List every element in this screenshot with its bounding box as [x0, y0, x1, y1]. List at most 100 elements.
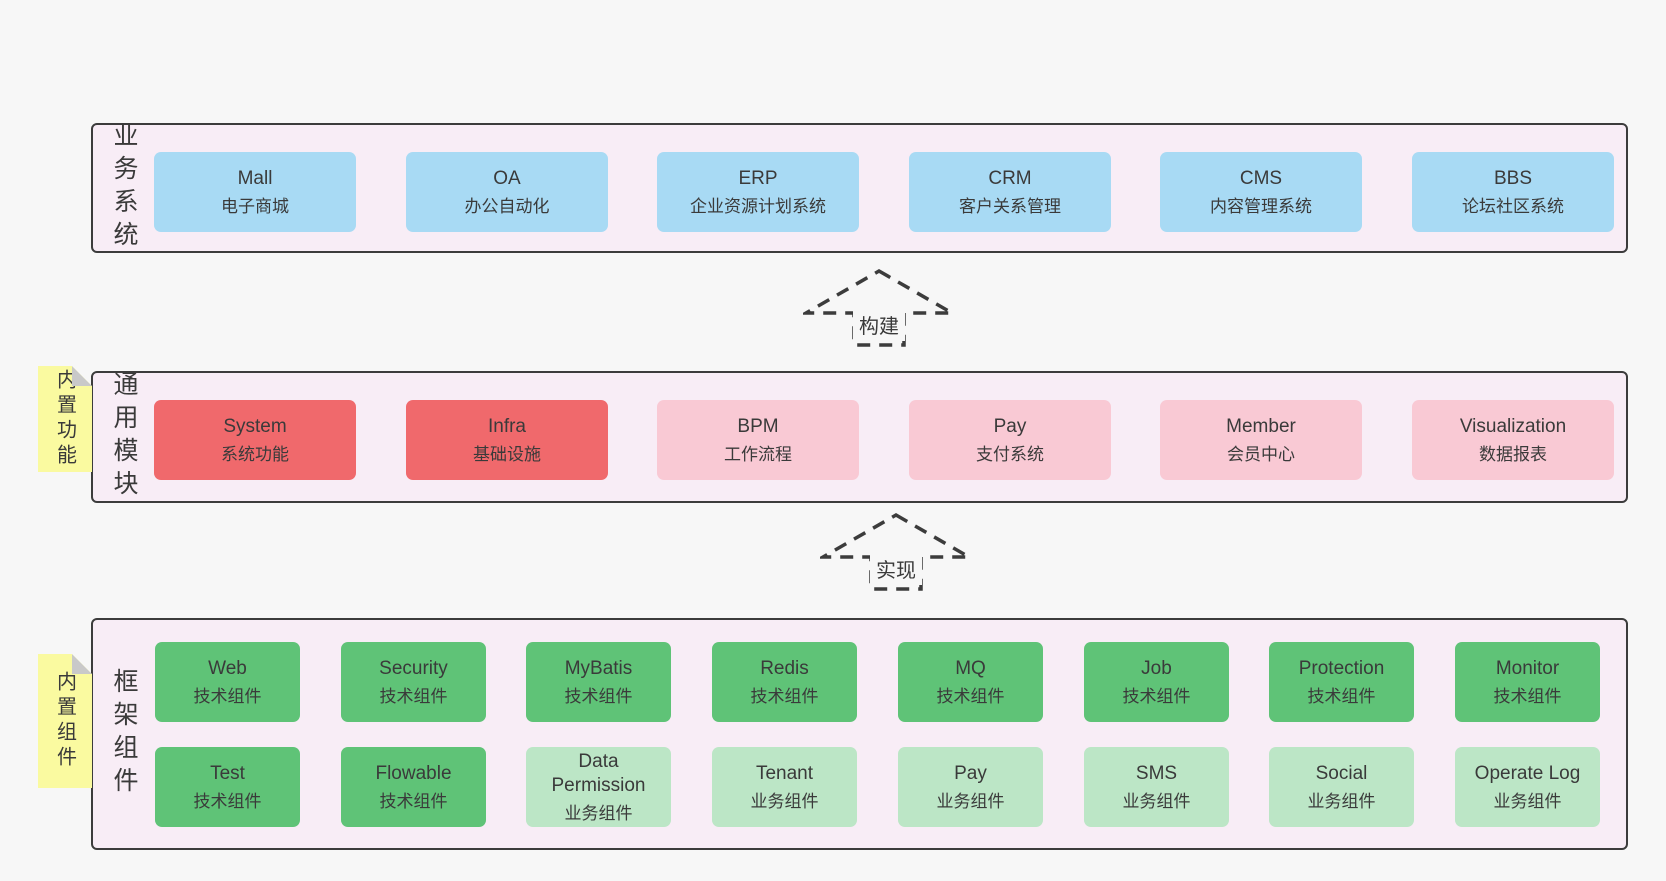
node-title: Flowable: [375, 763, 452, 784]
node-subtitle: 数据报表: [1479, 444, 1547, 464]
node-subtitle: 业务组件: [564, 803, 633, 823]
node-title: MyBatis: [564, 658, 633, 679]
node-title: Mall: [237, 168, 273, 189]
node-bbs: BBS 论坛社区系统: [1412, 152, 1614, 232]
arrow-implement-label: 实现: [876, 559, 916, 582]
node-title: CRM: [988, 168, 1032, 189]
node-subtitle: 业务组件: [1122, 791, 1191, 811]
node-subtitle: 技术组件: [193, 791, 262, 811]
node-title: Infra: [487, 416, 527, 437]
node-title: Data Permission: [551, 751, 646, 796]
node-title: Redis: [760, 658, 809, 679]
node-title: Operate Log: [1474, 763, 1581, 784]
node-title: BPM: [737, 416, 779, 437]
band-label-business-systems: 业务系统: [110, 122, 138, 254]
node-title: BBS: [1493, 168, 1533, 189]
node-title: Pay: [954, 763, 987, 784]
node-flowable: Flowable 技术组件: [341, 747, 486, 827]
band-common-modules: 通用模块 System 系统功能 Infra 基础设施 BPM 工作流程 Pay 支付系统 Me…: [91, 371, 1628, 503]
sticky-note-built-in-components-label: 内置组件: [53, 671, 76, 771]
node-bpm: BPM 工作流程: [657, 400, 859, 480]
node-pay: Pay 业务组件: [898, 747, 1043, 827]
node-subtitle: 业务组件: [936, 791, 1005, 811]
node-system: System 系统功能: [154, 400, 356, 480]
node-mall: Mall 电子商城: [154, 152, 356, 232]
node-title: Visualization: [1459, 416, 1567, 437]
node-title: System: [223, 416, 287, 437]
node-pay: Pay 支付系统: [909, 400, 1111, 480]
node-subtitle: 技术组件: [1493, 686, 1562, 706]
node-member: Member 会员中心: [1160, 400, 1362, 480]
node-redis: Redis 技术组件: [712, 642, 857, 722]
node-title: Tenant: [755, 763, 814, 784]
node-operate-log: Operate Log 业务组件: [1455, 747, 1600, 827]
node-subtitle: 工作流程: [724, 444, 792, 464]
node-social: Social 业务组件: [1269, 747, 1414, 827]
node-subtitle: 技术组件: [1122, 686, 1191, 706]
arrow-implement-outline: [820, 512, 972, 591]
node-subtitle: 客户关系管理: [959, 196, 1061, 216]
node-protection: Protection 技术组件: [1269, 642, 1414, 722]
arrow-implement-label-bg: [870, 555, 922, 585]
node-subtitle: 业务组件: [1493, 791, 1562, 811]
node-subtitle: 会员中心: [1227, 444, 1295, 464]
node-title: Monitor: [1495, 658, 1560, 679]
node-subtitle: 业务组件: [1307, 791, 1376, 811]
node-sms: SMS 业务组件: [1084, 747, 1229, 827]
node-title: SMS: [1135, 763, 1178, 784]
node-title: CMS: [1239, 168, 1283, 189]
node-title: Test: [210, 763, 245, 784]
node-infra: Infra 基础设施: [406, 400, 608, 480]
node-cms: CMS 内容管理系统: [1160, 152, 1362, 232]
node-subtitle: 办公自动化: [464, 196, 550, 216]
node-test: Test 技术组件: [155, 747, 300, 827]
node-subtitle: 技术组件: [379, 791, 448, 811]
node-oa: OA 办公自动化: [406, 152, 608, 232]
node-tenant: Tenant 业务组件: [712, 747, 857, 827]
band-label-framework-components: 框架组件: [110, 668, 138, 800]
node-subtitle: 技术组件: [936, 686, 1005, 706]
node-subtitle: 支付系统: [976, 444, 1044, 464]
node-subtitle: 电子商城: [221, 196, 289, 216]
node-job: Job 技术组件: [1084, 642, 1229, 722]
band-business-systems: 业务系统 Mall 电子商城 OA 办公自动化 ERP 企业资源计划系统 CRM 客户关系管理…: [91, 122, 1628, 254]
band-label-common-modules: 通用模块: [110, 371, 138, 503]
node-subtitle: 业务组件: [750, 791, 819, 811]
node-data-permission: Data Permission 业务组件: [526, 747, 671, 827]
sticky-note-built-in-features-label: 内置功能: [53, 369, 76, 469]
node-subtitle: 论坛社区系统: [1462, 196, 1564, 216]
arrow-build-outline: [803, 268, 955, 347]
node-title: OA: [493, 168, 521, 189]
node-subtitle: 内容管理系统: [1210, 196, 1312, 216]
node-title: Social: [1315, 763, 1368, 784]
node-subtitle: 系统功能: [221, 444, 289, 464]
node-monitor: Monitor 技术组件: [1455, 642, 1600, 722]
node-subtitle: 技术组件: [1307, 686, 1376, 706]
sticky-note-built-in-features: 内置功能: [38, 366, 92, 472]
sticky-note-built-in-components: 内置组件: [38, 654, 92, 788]
node-subtitle: 技术组件: [750, 686, 819, 706]
arrow-build-label: 构建: [859, 315, 899, 338]
node-subtitle: 企业资源计划系统: [690, 196, 826, 216]
node-visualization: Visualization 数据报表: [1412, 400, 1614, 480]
node-title: Security: [379, 658, 448, 679]
node-title: Member: [1226, 416, 1296, 437]
node-erp: ERP 企业资源计划系统: [657, 152, 859, 232]
node-title: Protection: [1298, 658, 1385, 679]
node-subtitle: 基础设施: [473, 444, 541, 464]
node-title: ERP: [738, 168, 778, 189]
node-mybatis: MyBatis 技术组件: [526, 642, 671, 722]
arrow-implement: 实现: [820, 512, 972, 591]
node-crm: CRM 客户关系管理: [909, 152, 1111, 232]
node-security: Security 技术组件: [341, 642, 486, 722]
node-subtitle: 技术组件: [564, 686, 633, 706]
node-subtitle: 技术组件: [379, 686, 448, 706]
node-title: Web: [208, 658, 247, 679]
arrow-build: 构建: [803, 268, 955, 347]
node-title: Pay: [993, 416, 1027, 437]
node-web: Web 技术组件: [155, 642, 300, 722]
node-title: Job: [1141, 658, 1172, 679]
node-subtitle: 技术组件: [193, 686, 262, 706]
